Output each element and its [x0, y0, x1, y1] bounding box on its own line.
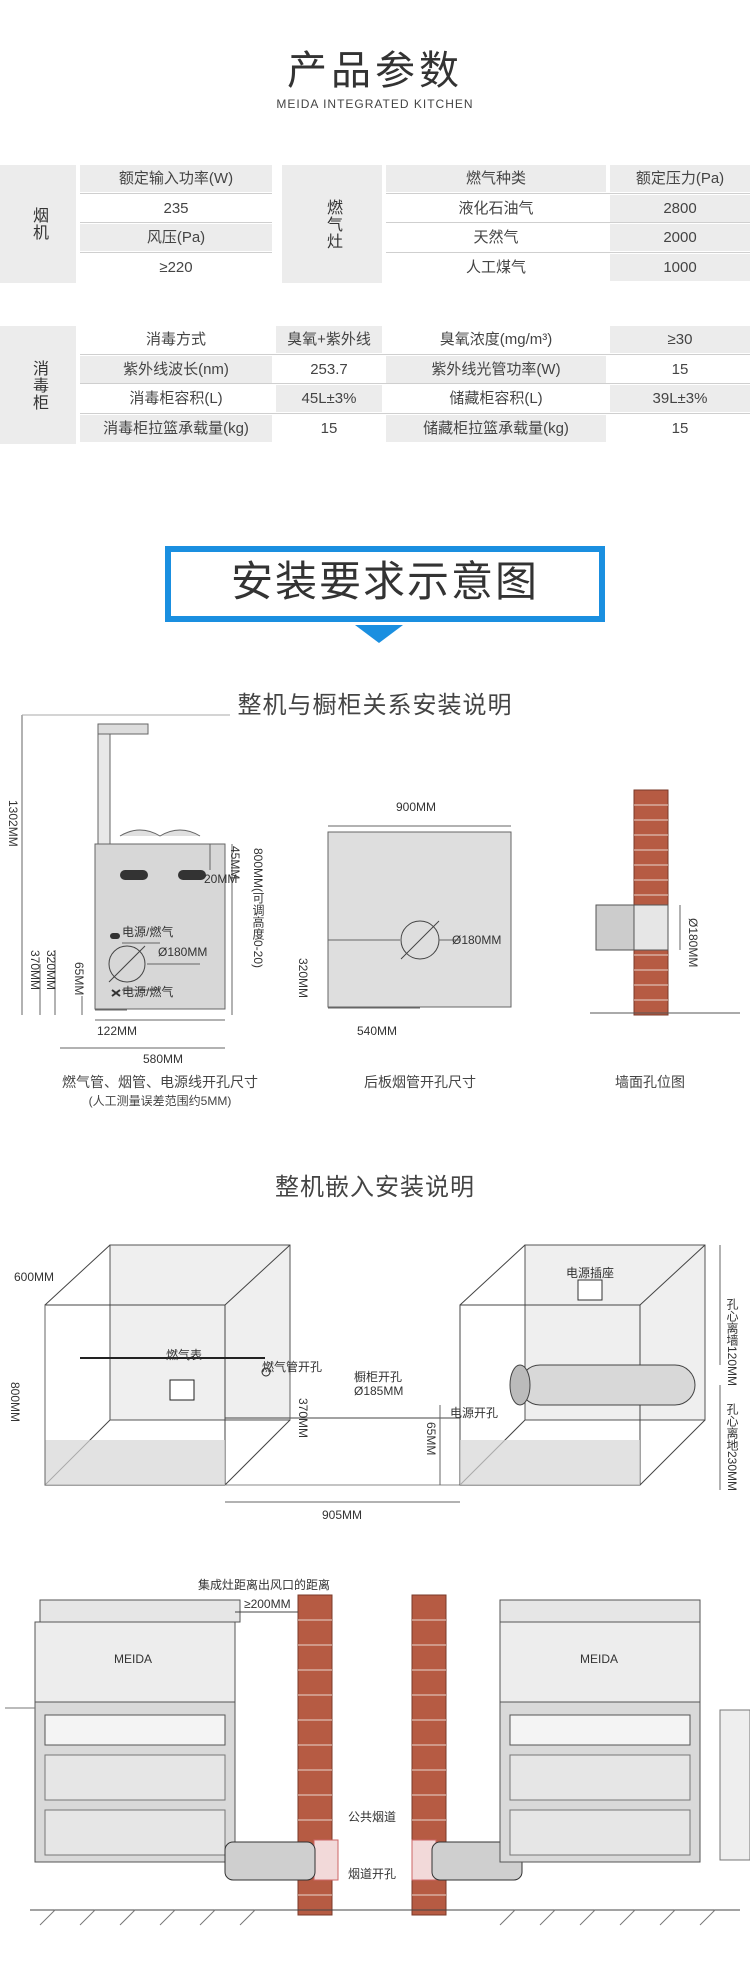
spec-table-hood-stove: 烟机 额定输入功率(W) 235 风压(Pa) ≥220 燃气灶 燃气种类 额定…	[0, 165, 750, 283]
sterilizer-cell: 紫外线光管功率(W)	[386, 356, 606, 383]
install-banner-frame	[165, 546, 605, 622]
sterilizer-cell: 储藏柜容积(L)	[386, 385, 606, 412]
page-title: 产品参数	[287, 49, 463, 93]
hood-row: 235	[80, 195, 272, 222]
gas-meter-label: 燃气表	[166, 1348, 203, 1362]
public-flue-drawing	[5, 1594, 750, 1926]
gas-pipe-hole-label: 燃气管开孔	[262, 1360, 323, 1374]
hole-floor-distance: 孔心离地230MM	[725, 1403, 739, 1492]
wall-hole-diameter: Ø180MM	[686, 918, 700, 968]
section-title-embedded-install: 整机嵌入安装说明	[275, 1174, 475, 1201]
dim-122: 122MM	[97, 1024, 138, 1038]
dim-320: 320MM	[44, 950, 58, 991]
dim-900: 900MM	[396, 800, 437, 814]
stove-cell: 人工煤气	[386, 254, 606, 281]
power-hole-label: 电源开孔	[450, 1406, 499, 1420]
flue-distance-note: 集成灶距离出风口的距离	[198, 1578, 331, 1592]
public-flue-label: 公共烟道	[348, 1810, 397, 1824]
label-power-gas-top: 电源/燃气	[122, 925, 174, 939]
stove-label: 燃气灶	[282, 165, 382, 283]
sterilizer-cell: 消毒柜拉篮承载量(kg)	[80, 415, 272, 442]
label-hole-diameter: Ø180MM	[158, 945, 208, 959]
dim-back-320: 320MM	[296, 958, 310, 999]
unit-front-dimension-drawing	[21, 714, 233, 1049]
stove-header-cell: 燃气种类	[386, 165, 606, 192]
dim-200: ≥200MM	[244, 1597, 291, 1611]
sterilizer-cell: 臭氧浓度(mg/m³)	[386, 326, 606, 353]
dim-370-gas: 370MM	[296, 1398, 310, 1439]
cabinet-hole-size: Ø185MM	[354, 1384, 404, 1398]
page-subtitle: MEIDA INTEGRATED KITCHEN	[276, 97, 474, 111]
stove-cell: 2800	[610, 195, 750, 222]
sterilizer-cell: 消毒方式	[80, 326, 272, 353]
sterilizer-cell: 45L±3%	[276, 385, 382, 412]
sterilizer-cell: 15	[610, 356, 750, 383]
dim-800-cabinet: 800MM	[8, 1382, 22, 1423]
embedded-install-drawing	[44, 1244, 721, 1503]
cabinet-hole-label: 橱柜开孔	[354, 1370, 403, 1384]
sterilizer-cell: 15	[276, 415, 382, 442]
stove-header-cell: 额定压力(Pa)	[610, 165, 750, 192]
caption-fig1-note: (人工测量误差范围约5MM)	[88, 1094, 232, 1108]
caption-fig3: 墙面孔位图	[615, 1074, 685, 1090]
dim-580: 580MM	[143, 1052, 184, 1066]
stove-cell: 2000	[610, 224, 750, 251]
dim-800-adjustable: 800MM(可调高度0-20)	[251, 848, 265, 969]
back-hole-diameter: Ø180MM	[452, 933, 502, 947]
dim-unit-height: 1302MM	[6, 800, 20, 847]
caption-fig1: 燃气管、烟管、电源线开孔尺寸	[62, 1074, 258, 1090]
sterilizer-cell: 消毒柜容积(L)	[80, 385, 272, 412]
hood-row: 风压(Pa)	[80, 224, 272, 251]
stove-cell: 液化石油气	[386, 195, 606, 222]
brand-right: MEIDA	[580, 1652, 619, 1666]
dim-45: 45MM	[228, 846, 242, 880]
install-banner-title: 安装要求示意图	[230, 558, 539, 605]
wall-hole-drawing	[590, 789, 740, 1016]
sterilizer-cell: 15	[610, 415, 750, 442]
label-power-gas-bottom: 电源/燃气	[122, 985, 174, 999]
sterilizer-label: 消毒柜	[0, 326, 76, 444]
dim-65-power: 65MM	[424, 1422, 438, 1456]
back-panel-drawing	[327, 825, 512, 1009]
brand-left: MEIDA	[114, 1652, 153, 1666]
dim-600: 600MM	[14, 1270, 55, 1284]
hood-row: 额定输入功率(W)	[80, 165, 272, 192]
dim-905: 905MM	[322, 1508, 363, 1522]
hood-row: ≥220	[80, 254, 272, 281]
dim-20: 20MM	[204, 872, 238, 886]
stove-cell: 天然气	[386, 224, 606, 251]
section-title-cabinet-relation: 整机与橱柜关系安装说明	[237, 692, 513, 719]
dim-540: 540MM	[357, 1024, 398, 1038]
sterilizer-cell: ≥30	[610, 326, 750, 353]
sterilizer-cell: 紫外线波长(nm)	[80, 356, 272, 383]
caption-fig2: 后板烟管开孔尺寸	[364, 1074, 476, 1090]
sterilizer-cell: 储藏柜拉篮承载量(kg)	[386, 415, 606, 442]
stove-cell: 1000	[610, 254, 750, 281]
dim-65: 65MM	[72, 962, 86, 996]
dim-370: 370MM	[28, 950, 42, 991]
sterilizer-cell: 253.7	[276, 356, 382, 383]
spec-table-sterilizer: 消毒柜 消毒方式 臭氧+紫外线 臭氧浓度(mg/m³) ≥30 紫外线波长(nm…	[0, 326, 750, 444]
hood-label: 烟机	[0, 165, 76, 283]
sterilizer-cell: 39L±3%	[610, 385, 750, 412]
flue-hole-label: 烟道开孔	[348, 1867, 397, 1881]
hole-wall-distance: 孔心离墙120MM	[725, 1298, 739, 1387]
banner-arrow-icon	[355, 625, 403, 643]
power-socket-label: 电源插座	[566, 1266, 615, 1280]
sterilizer-cell: 臭氧+紫外线	[276, 326, 382, 353]
